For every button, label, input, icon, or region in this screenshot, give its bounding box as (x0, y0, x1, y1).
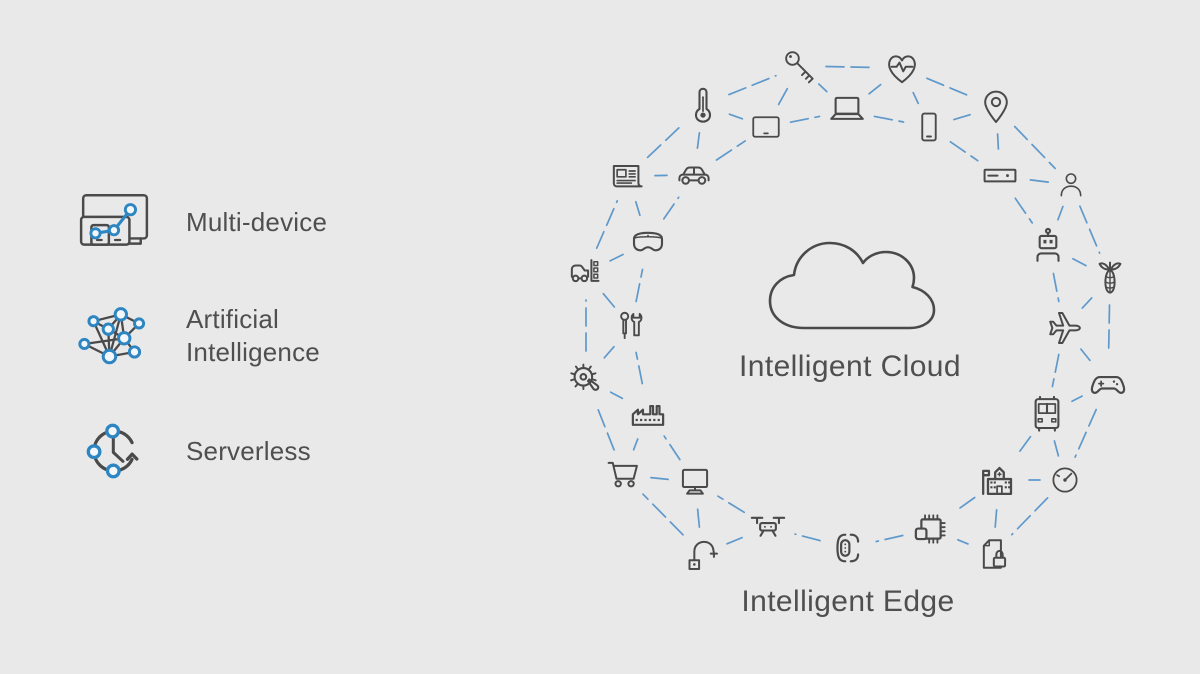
connector-line (662, 196, 680, 220)
drone-icon (750, 516, 786, 537)
gauge-icon (1052, 467, 1078, 493)
connector-line (1052, 272, 1060, 303)
connector-line (663, 435, 681, 461)
cloud-icon (768, 241, 936, 330)
legend-item-serverless: Serverless (72, 418, 311, 484)
connector-line (957, 538, 969, 545)
newspaper-icon (612, 165, 643, 188)
secure-chip-icon (914, 514, 946, 544)
legend-label-artificial-intelligence: Artificial Intelligence (186, 304, 320, 367)
connector-line (1025, 178, 1050, 183)
connector-line (1057, 205, 1064, 221)
device-nodes (570, 51, 1126, 570)
person-icon (1060, 173, 1082, 197)
connector-line (642, 493, 684, 536)
tools-icon (620, 311, 643, 340)
connector-line (715, 140, 747, 161)
legend-item-multi-device: Multi-device (72, 186, 327, 258)
connector-line (1081, 297, 1093, 309)
network-device-icon (983, 168, 1017, 183)
connector-line (635, 268, 644, 303)
connector-line (1080, 348, 1091, 362)
connector-line (994, 509, 998, 528)
cloud-icon (768, 241, 936, 330)
robot-icon (1036, 227, 1060, 262)
connector-line (817, 83, 828, 93)
connector-line (789, 115, 821, 124)
connector-line (777, 87, 789, 107)
game-controller-icon (1090, 375, 1126, 395)
connector-line (912, 91, 920, 105)
connector-line (1071, 395, 1083, 403)
heart-pulse-icon (888, 55, 916, 84)
key-icon (785, 51, 814, 84)
connector-line (953, 496, 976, 513)
connector-line (1079, 205, 1101, 254)
legend-item-artificial-intelligence: Artificial Intelligence (72, 296, 346, 376)
connector-line (949, 140, 979, 162)
shopping-cart-icon (607, 461, 638, 488)
gear-wrench-icon (570, 363, 600, 391)
connector-line (609, 391, 624, 400)
airplane-icon (1049, 312, 1081, 344)
school-building-icon (982, 466, 1013, 496)
connector-line (609, 253, 624, 262)
car-icon (678, 166, 710, 185)
connector-line (1010, 497, 1049, 536)
connector-line (825, 65, 876, 69)
connector-line (1053, 440, 1060, 457)
smartphone-icon (921, 112, 937, 142)
connector-line (1107, 304, 1111, 355)
legend-label-multi-device: Multi-device (186, 206, 328, 237)
robot-arm-icon (688, 540, 718, 570)
connector-line (632, 438, 639, 451)
vr-headset-icon (632, 231, 664, 252)
legend-label-serverless: Serverless (186, 435, 311, 466)
connector-line (1072, 257, 1087, 267)
connector-line (646, 123, 684, 159)
connector-line (728, 113, 744, 120)
connector-line (595, 199, 619, 250)
connector-line (634, 200, 641, 217)
connector-line (650, 476, 669, 481)
connector-line (1051, 353, 1060, 388)
connector-line (1015, 435, 1032, 457)
location-pin-icon (984, 90, 1008, 123)
connector-line (1014, 197, 1034, 224)
secure-document-icon (982, 539, 1007, 569)
connector-line (953, 113, 971, 121)
cloud-label: Intelligent Cloud (739, 350, 961, 383)
connector-line (696, 131, 701, 150)
connector-line (794, 533, 821, 542)
connector-line (602, 292, 616, 308)
corn-icon (1098, 261, 1122, 294)
connector-line (728, 74, 777, 96)
wearable-band-icon (836, 533, 860, 563)
connector-lines (585, 65, 1111, 545)
connector-line (726, 536, 743, 545)
laptop-icon (830, 96, 864, 120)
connector-line (635, 351, 644, 385)
connector-line (875, 534, 904, 543)
connector-line (696, 508, 701, 528)
bus-icon (1034, 395, 1060, 432)
edge-label: Intelligent Edge (741, 585, 955, 618)
connector-line (717, 495, 746, 514)
connector-line (1074, 408, 1098, 458)
connector-line (873, 115, 905, 123)
tablet-icon (752, 116, 780, 138)
forklift-icon (570, 259, 600, 283)
thermometer-icon (694, 87, 712, 123)
connector-line (595, 404, 615, 451)
desktop-monitor-icon (681, 468, 709, 495)
connector-line (1013, 125, 1056, 170)
connector-line (996, 133, 1000, 150)
connector-line (603, 345, 615, 359)
factory-icon (631, 404, 665, 426)
connector-line (926, 77, 972, 98)
connector-line (868, 83, 882, 95)
